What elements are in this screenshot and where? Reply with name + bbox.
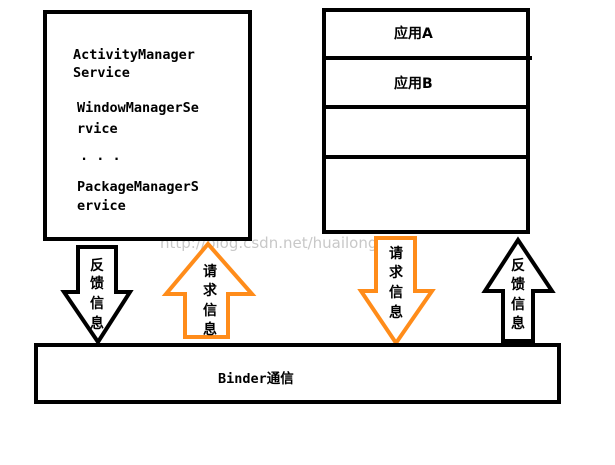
binder-bar-border xyxy=(34,343,561,404)
feedback-arrow-left: 反 馈 信 息 xyxy=(60,245,134,346)
request-left-char-3: 信 xyxy=(203,302,217,319)
feedback-right-char-1: 反 xyxy=(511,257,525,274)
package-service-line2: ervice xyxy=(77,198,126,214)
feedback-left-char-3: 信 xyxy=(90,295,104,312)
feedback-left-char-1: 反 xyxy=(90,257,104,274)
apps-box-border xyxy=(322,8,530,234)
window-service-line1: WindowManagerSe xyxy=(77,100,199,116)
services-box-border xyxy=(43,10,252,241)
window-service-line2: rvice xyxy=(77,121,118,137)
package-service-line1: PackageManagerS xyxy=(77,179,199,195)
binder-label: Binder通信 xyxy=(218,370,294,387)
services-ellipsis: . . . xyxy=(80,148,121,164)
feedback-right-char-3: 信 xyxy=(511,296,525,313)
app-a-label: 应用A xyxy=(394,25,433,42)
request-left-char-4: 息 xyxy=(203,321,217,338)
activity-service-line1: ActivityManager xyxy=(73,47,195,63)
request-right-char-3: 信 xyxy=(389,284,403,301)
feedback-arrow-right: 反 馈 信 息 xyxy=(481,236,556,343)
binder-bar: Binder通信 xyxy=(34,343,561,404)
request-arrow-right: 请 求 信 息 xyxy=(357,236,436,347)
app-b-label: 应用B xyxy=(394,75,433,92)
feedback-left-char-2: 馈 xyxy=(90,275,104,292)
feedback-right-char-4: 息 xyxy=(511,315,525,332)
system-services-box: ActivityManager Service WindowManagerSe … xyxy=(43,10,252,241)
activity-service-line2: Service xyxy=(73,65,130,81)
request-right-char-4: 息 xyxy=(389,304,403,321)
request-left-char-1: 请 xyxy=(203,263,217,280)
request-left-char-2: 求 xyxy=(203,282,218,299)
request-arrow-left: 请 求 信 息 xyxy=(161,240,257,339)
applications-stack: 应用A 应用B xyxy=(322,8,532,234)
feedback-left-char-4: 息 xyxy=(90,315,104,332)
request-right-char-2: 求 xyxy=(389,264,404,281)
request-right-char-1: 请 xyxy=(389,245,403,262)
feedback-right-char-2: 馈 xyxy=(511,276,525,293)
